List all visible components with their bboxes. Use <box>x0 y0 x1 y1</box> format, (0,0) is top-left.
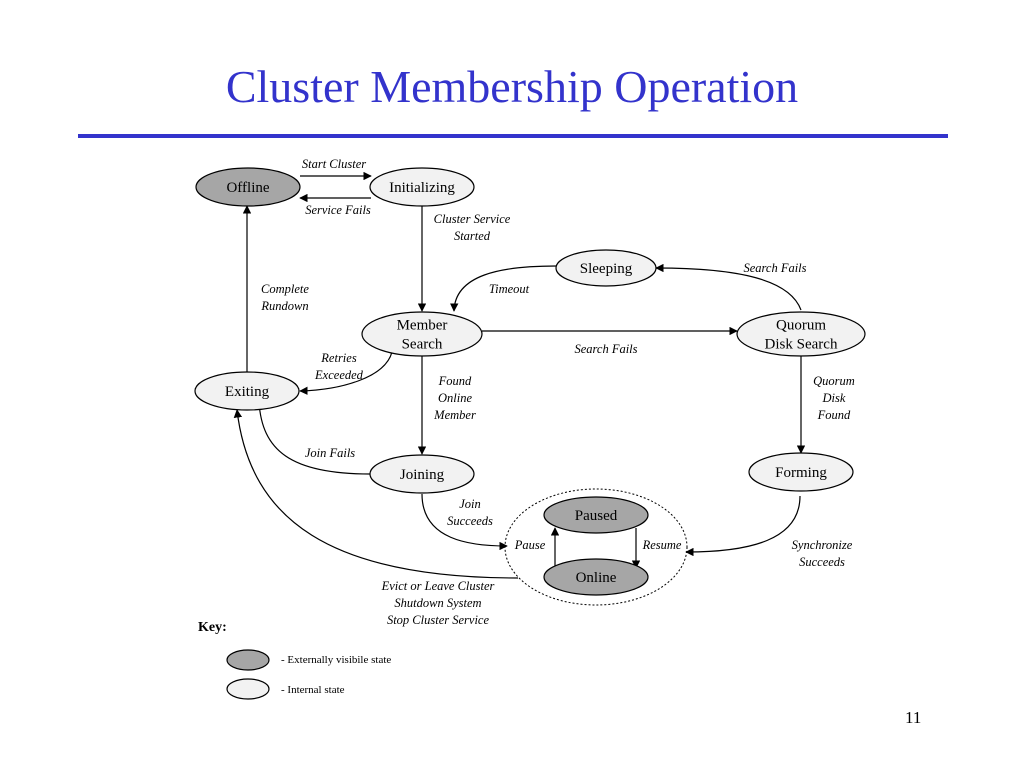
label-retries-exceeded: Exceeded <box>314 368 364 382</box>
state-initializing: Initializing <box>369 167 475 207</box>
label-resume: Resume <box>642 538 682 552</box>
edge-join-succeeds <box>421 493 508 551</box>
label-service-fails: Service Fails <box>305 203 371 217</box>
label-search-fails-quorum: Search Fails <box>574 342 637 356</box>
label-cluster-service-started: Cluster Service <box>434 212 511 226</box>
state-joining-label: Joining <box>400 467 445 483</box>
edge-join-fails <box>255 401 371 475</box>
state-offline-shape <box>195 167 301 207</box>
title-underline <box>78 134 948 138</box>
state-forming-shape <box>748 452 854 492</box>
label-evict-or-leave: Stop Cluster Service <box>387 613 490 627</box>
state-quorum-disk-search-label: Disk Search <box>765 337 838 353</box>
state-quorum-disk-search-shape <box>736 311 866 357</box>
label-timeout: Timeout <box>489 282 530 296</box>
label-quorum-disk-found: Disk <box>822 391 846 405</box>
state-forming-label: Forming <box>775 465 827 481</box>
state-exiting-label: Exiting <box>225 384 270 400</box>
edge-synchronize-succeeds <box>685 495 801 557</box>
state-initializing-label: Initializing <box>389 180 455 196</box>
state-exiting: Exiting <box>194 371 300 411</box>
label-retries-exceeded: Retries <box>320 351 357 365</box>
state-paused-shape <box>543 496 649 534</box>
label-evict-or-leave: Shutdown System <box>394 596 481 610</box>
slide-title: Cluster Membership Operation <box>225 61 799 112</box>
state-online-label: Online <box>576 570 617 586</box>
state-online-shape <box>543 558 649 596</box>
key-internal-swatch <box>226 678 270 700</box>
state-member-search-shape <box>361 311 483 357</box>
slide-number: 11 <box>905 708 922 727</box>
label-complete-rundown: Rundown <box>260 299 308 313</box>
state-sleeping: Sleeping <box>555 249 657 287</box>
label-evict-or-leave: Evict or Leave Cluster <box>381 579 495 593</box>
label-start-cluster: Start Cluster <box>302 157 366 171</box>
label-quorum-disk-found: Found <box>817 408 851 422</box>
state-online: Online <box>543 558 649 596</box>
label-join-succeeds: Join <box>459 497 481 511</box>
state-sleeping-label: Sleeping <box>580 261 633 277</box>
state-joining-shape <box>369 454 475 494</box>
state-member-search-label: Member <box>397 318 448 334</box>
state-member-search-label: Search <box>402 337 443 353</box>
key-internal-label: - Internal state <box>281 684 345 696</box>
label-found-online-member: Found <box>438 374 472 388</box>
pause-online-group <box>504 488 688 606</box>
key-external-swatch <box>226 649 270 671</box>
label-quorum-disk-found: Quorum <box>813 374 855 388</box>
label-join-succeeds: Succeeds <box>447 514 493 528</box>
state-sleeping-shape <box>555 249 657 287</box>
state-offline: Offline <box>195 167 301 207</box>
label-synchronize-succeeds: Succeeds <box>799 555 845 569</box>
state-initializing-shape <box>369 167 475 207</box>
label-pause: Pause <box>514 538 546 552</box>
state-paused-label: Paused <box>575 508 618 524</box>
label-synchronize-succeeds: Synchronize <box>792 538 853 552</box>
label-found-online-member: Member <box>433 408 476 422</box>
label-search-fails-sleeping: Search Fails <box>743 261 806 275</box>
state-joining: Joining <box>369 454 475 494</box>
key-external-label: - Externally visibile state <box>281 654 392 666</box>
state-exiting-shape <box>194 371 300 411</box>
state-quorum-disk-search-label: Quorum <box>776 318 826 334</box>
label-join-fails: Join Fails <box>305 446 355 460</box>
label-complete-rundown: Complete <box>261 282 309 296</box>
state-forming: Forming <box>748 452 854 492</box>
edge-search-fails-sleeping <box>655 263 802 311</box>
edge-timeout <box>450 265 557 312</box>
state-paused: Paused <box>543 496 649 534</box>
key-title: Key: <box>198 620 227 635</box>
label-cluster-service-started: Started <box>454 229 491 243</box>
label-found-online-member: Online <box>438 391 472 405</box>
state-offline-label: Offline <box>226 180 269 196</box>
edge-retries-exceeded <box>299 351 393 396</box>
edge-evict-or-leave <box>233 409 519 579</box>
